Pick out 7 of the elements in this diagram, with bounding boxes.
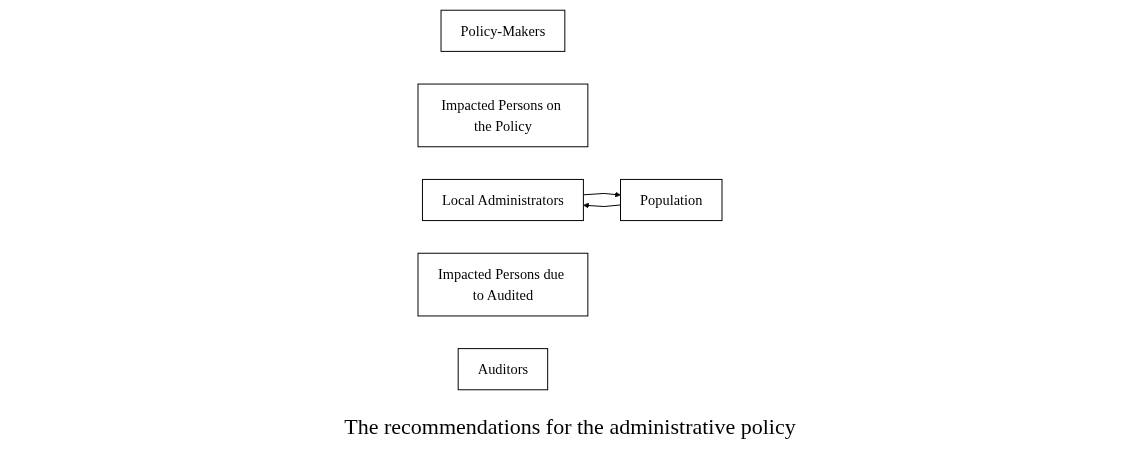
- node-box: Population: [620, 178, 723, 222]
- node-box: Impacted Persons due to Audited: [417, 252, 589, 317]
- node-box: Impacted Persons on the Policy: [417, 83, 589, 148]
- caption: The recommendations for the administrative policy: [344, 414, 796, 440]
- node-box: Policy-Makers: [440, 9, 566, 52]
- node-box: Local Administrators: [421, 178, 584, 222]
- node-box: Auditors: [457, 348, 549, 391]
